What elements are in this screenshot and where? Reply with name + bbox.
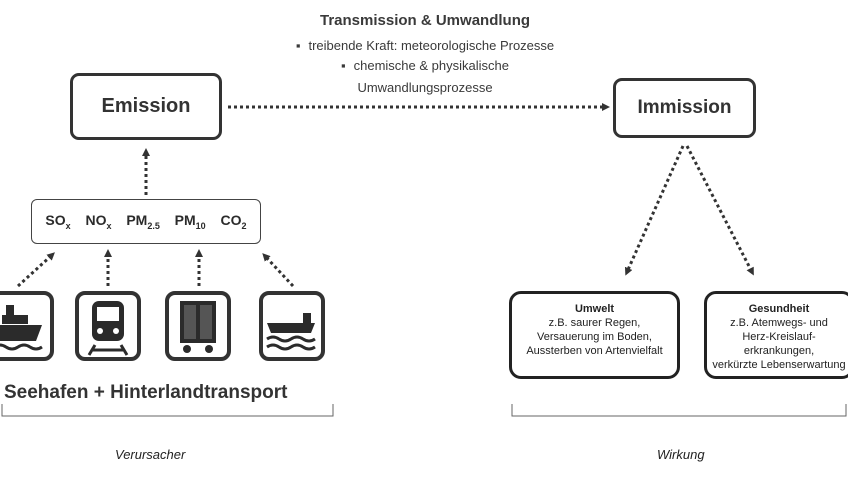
caption-wirkung: Wirkung — [657, 447, 705, 462]
arrow-immission-umwelt — [624, 145, 685, 276]
transmission-bullet-1: treibende Kraft: meteorologische Prozess… — [220, 38, 630, 53]
caption-verursacher: Verursacher — [115, 447, 186, 462]
transmission-title: Transmission & Umwandlung — [319, 12, 531, 29]
pollutant-pm10: PM10 — [174, 212, 206, 231]
effect-umwelt-line-1: z.B. saurer Regen, — [548, 317, 641, 329]
effect-gesundheit-line-1: z.B. Atemwegs- und — [730, 317, 828, 329]
effect-gesundheit-title: Gesundheit — [748, 303, 810, 315]
pollutants-box: SOx NOx PM2.5 PM10 CO2 — [31, 199, 261, 244]
effect-gesundheit-line-3: erkrankungen, — [743, 345, 815, 357]
ship-icon — [0, 291, 54, 361]
source-label: Seehafen + Hinterlandtransport — [4, 382, 288, 403]
brace-right — [511, 404, 847, 417]
transmission-bullet-2: chemische & physikalische — [250, 58, 600, 73]
pollutant-co2: CO2 — [220, 212, 247, 231]
arrow-ship — [16, 252, 55, 288]
effect-umwelt-box: Umwelt z.B. saurer Regen, Versauerung im… — [509, 291, 680, 379]
pollutant-sox: SOx — [45, 212, 71, 231]
effect-gesundheit-line-2: Herz-Kreislauf- — [742, 331, 816, 343]
barge-icon — [259, 291, 325, 361]
effect-gesundheit-box: Gesundheit z.B. Atemwegs- und Herz-Kreis… — [704, 291, 848, 379]
immission-box: Immission — [613, 78, 756, 138]
pollutant-pm25: PM2.5 — [126, 212, 160, 231]
train-icon — [75, 291, 141, 361]
arrow-barge — [262, 253, 295, 288]
effect-umwelt-title: Umwelt — [574, 303, 615, 315]
effect-umwelt-line-2: Versauerung im Boden, — [537, 331, 652, 343]
emission-box: Emission — [70, 73, 222, 140]
effect-umwelt-line-3: Aussterben von Artenvielfalt — [526, 345, 663, 357]
truck-icon — [165, 291, 231, 361]
arrow-immission-gesundheit — [685, 145, 754, 276]
pollutant-nox: NOx — [85, 212, 112, 231]
effect-gesundheit-line-4: verkürzte Lebenserwartung — [712, 359, 846, 371]
transmission-bullet-2-cont: Umwandlungsprozesse — [357, 80, 493, 95]
brace-left — [1, 404, 334, 417]
